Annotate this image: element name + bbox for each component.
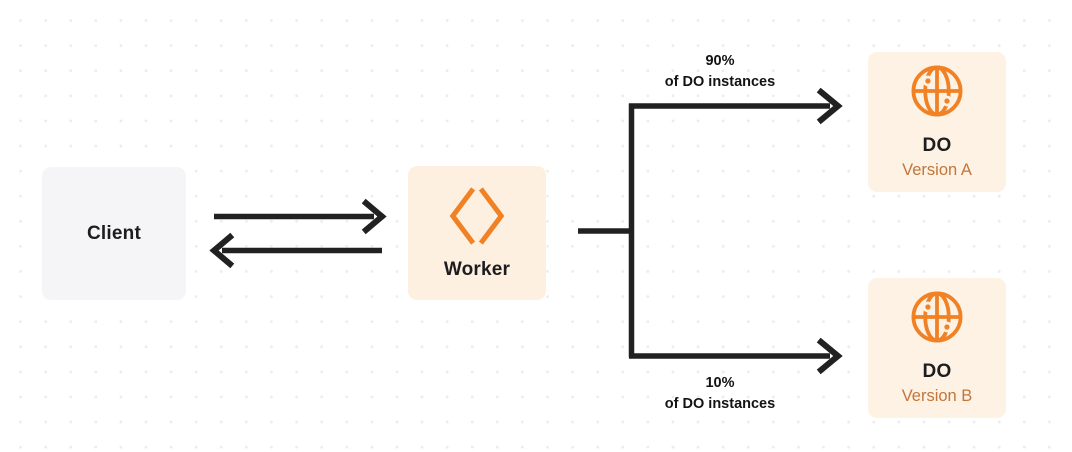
edge-label-top: 90% of DO instances (575, 51, 865, 93)
globe-icon (911, 66, 963, 117)
globe-icon (911, 292, 963, 343)
connector-worker-to-do-a (629, 87, 843, 125)
node-worker: Worker (408, 166, 546, 300)
edge-label-bottom-percent: 10% (705, 375, 735, 391)
edge-label-bottom: 10% of DO instances (575, 373, 865, 415)
connector-worker-to-do-b (629, 337, 843, 375)
node-client-label: Client (87, 222, 141, 244)
node-do-version-b: DO Version B (868, 278, 1006, 418)
edge-label-top-caption: of DO instances (664, 74, 776, 91)
node-do-b-sublabel: Version B (901, 387, 973, 406)
node-do-version-a: DO Version A (868, 52, 1006, 192)
node-do-b-label: DO (922, 361, 952, 383)
connector-client-to-worker (214, 198, 387, 235)
node-client: Client (42, 167, 186, 300)
cloudflare-workers-icon (449, 186, 505, 245)
edge-label-bottom-caption: of DO instances (664, 396, 776, 413)
edge-label-top-percent: 90% (705, 53, 735, 69)
node-do-a-sublabel: Version A (902, 161, 972, 180)
connector-worker-to-client (209, 232, 382, 269)
node-do-a-label: DO (922, 135, 952, 157)
node-worker-label: Worker (443, 258, 511, 280)
